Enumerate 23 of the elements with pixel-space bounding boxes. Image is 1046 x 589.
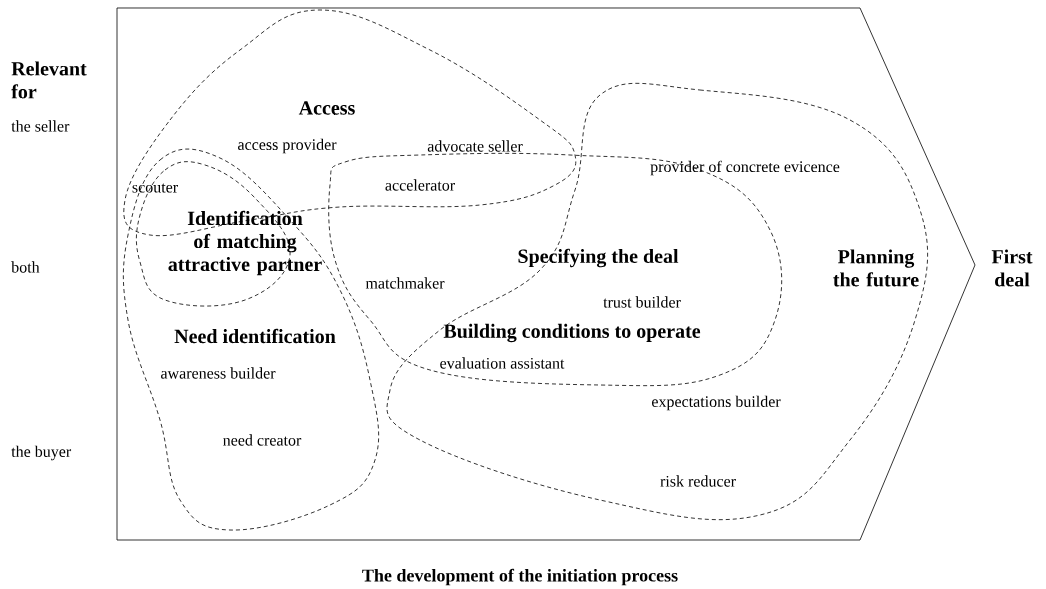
axis-label: both xyxy=(11,261,40,273)
axis-label: the seller xyxy=(11,120,70,132)
caption: The development of the initiation process xyxy=(362,568,678,586)
axis-label: the buyer xyxy=(11,445,72,461)
stage-heading: Access xyxy=(298,101,355,115)
role-label: evaluation assistant xyxy=(440,357,565,369)
stage-heading: Need identification xyxy=(174,328,336,344)
role-label: scouter xyxy=(132,183,178,193)
role-label: risk reducer xyxy=(660,475,736,487)
role-label: advocate seller xyxy=(427,140,523,152)
stage-heading: Planning the future xyxy=(833,249,919,287)
role-label: access provider xyxy=(238,138,337,154)
outcome-label: First deal xyxy=(991,249,1033,287)
role-label: need creator xyxy=(223,434,302,446)
role-label: accelerator xyxy=(385,179,455,191)
axis-title: Relevant for xyxy=(11,61,87,99)
stage-heading: Specifying the deal xyxy=(518,248,679,268)
role-label: matchmaker xyxy=(365,277,445,289)
role-label: trust builder xyxy=(603,296,681,308)
role-label: expectations builder xyxy=(652,395,781,411)
role-label: provider of concrete evicence xyxy=(650,160,840,176)
role-label: awareness builder xyxy=(161,367,276,379)
stage-heading: Building conditions to operate xyxy=(443,323,701,343)
